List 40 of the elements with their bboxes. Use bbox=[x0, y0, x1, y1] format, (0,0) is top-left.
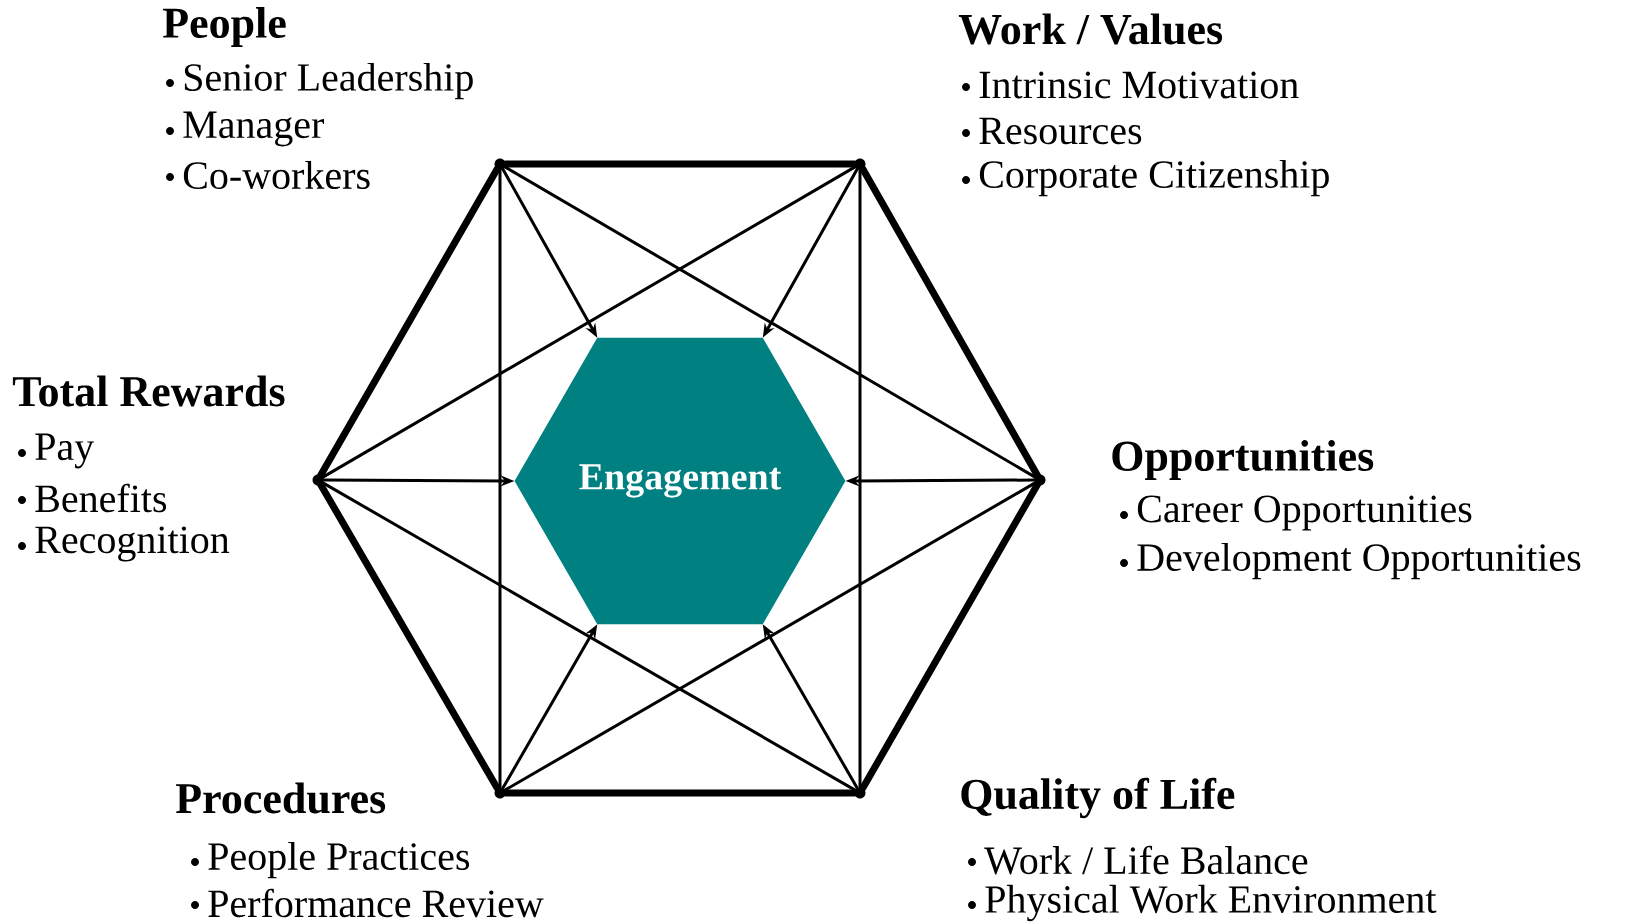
list-item: People Practices bbox=[208, 841, 470, 879]
connector-line bbox=[502, 160, 858, 168]
corner-point bbox=[1034, 474, 1046, 486]
list-item: Co-workers bbox=[183, 160, 370, 190]
list-item: Performance Review bbox=[208, 888, 544, 918]
list-item: Development Opportunities bbox=[1137, 542, 1581, 580]
connector-line bbox=[317, 165, 501, 479]
list-item: Career Opportunities bbox=[1137, 495, 1472, 531]
list-item: Resources bbox=[979, 117, 1142, 145]
connector-line bbox=[321, 481, 857, 792]
group-heading: Procedures bbox=[175, 782, 386, 814]
group-heading: People bbox=[162, 7, 286, 47]
corner-point bbox=[854, 787, 866, 799]
connector-line bbox=[858, 168, 862, 789]
connector-line bbox=[503, 481, 1037, 792]
group-heading: Opportunities bbox=[1112, 440, 1374, 480]
list-item: Manager bbox=[183, 111, 324, 147]
corner-point bbox=[494, 787, 506, 799]
connector-line bbox=[503, 165, 1037, 479]
list-item: Senior Leadership bbox=[184, 62, 473, 100]
engagement-hexagon: Engagement bbox=[514, 337, 846, 625]
list-item: Recognition bbox=[35, 526, 230, 562]
connector-line bbox=[859, 165, 1041, 479]
list-item: Physical Work Environment bbox=[985, 884, 1437, 922]
list-item: Benefits bbox=[35, 483, 167, 513]
connector-line bbox=[498, 168, 502, 789]
list-item: Corporate Citizenship bbox=[979, 159, 1329, 197]
corner-point bbox=[854, 158, 866, 170]
group-heading: Quality of Life bbox=[961, 777, 1235, 819]
corner-point bbox=[494, 158, 506, 170]
connector-line bbox=[317, 481, 501, 792]
list-item: Pay bbox=[35, 433, 95, 469]
connector-line bbox=[321, 165, 857, 479]
group-heading: Work / Values bbox=[958, 13, 1223, 45]
connector-line bbox=[859, 481, 1041, 792]
connector-line bbox=[502, 789, 858, 797]
corner-point bbox=[312, 474, 324, 486]
list-item: Work / Life Balance bbox=[984, 845, 1308, 875]
list-item: Intrinsic Motivation bbox=[979, 71, 1299, 99]
group-heading: Total Rewards bbox=[12, 375, 285, 407]
